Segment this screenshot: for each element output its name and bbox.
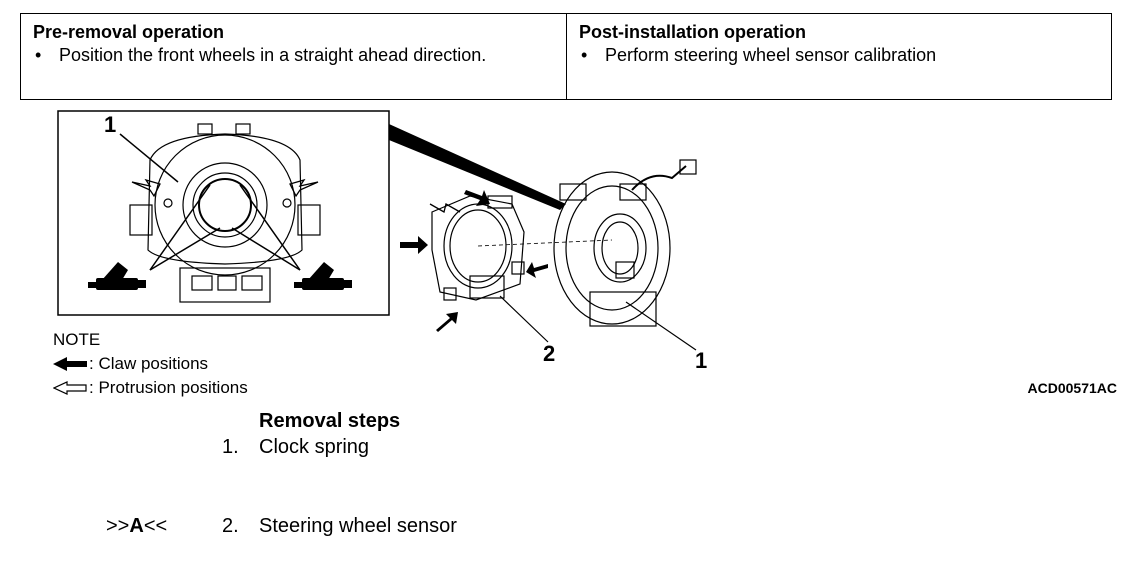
bullet-icon: • bbox=[35, 45, 42, 65]
tool-icon-right bbox=[294, 262, 352, 290]
note-item-text: : Claw positions bbox=[89, 354, 209, 373]
ref-letter: A bbox=[129, 515, 144, 537]
note-item-text: : Protrusion positions bbox=[89, 378, 248, 397]
callout-1: 1 bbox=[695, 348, 707, 373]
pre-removal-title: Pre-removal operation bbox=[33, 22, 225, 42]
claw-arrow-icon bbox=[464, 190, 490, 206]
note-item-protrusion: : Protrusion positions bbox=[53, 376, 248, 400]
claw-arrow-icon bbox=[400, 236, 428, 254]
post-installation-title: Post-installation operation bbox=[579, 22, 807, 42]
callout-2: 2 bbox=[543, 341, 555, 366]
note-block: NOTE : Claw positions : Protrusion posit… bbox=[53, 328, 248, 400]
pre-removal-bullet: • Position the front wheels in a straigh… bbox=[33, 43, 554, 67]
detail-leader-wedge bbox=[389, 124, 566, 210]
step-number: 2. bbox=[222, 515, 239, 537]
step-text: Clock spring bbox=[259, 436, 370, 458]
pre-removal-cell: Pre-removal operation • Position the fro… bbox=[21, 14, 567, 99]
clock-spring-illustration: 1 2 1 bbox=[57, 110, 707, 373]
figure-code: ACD00571AC bbox=[1027, 380, 1117, 396]
post-installation-cell: Post-installation operation • Perform st… bbox=[567, 14, 1111, 99]
removal-steps-title: Removal steps bbox=[259, 410, 401, 432]
ref-suffix: << bbox=[143, 515, 168, 537]
ref-prefix: >> bbox=[106, 515, 130, 537]
inset-leader-lines bbox=[119, 133, 301, 271]
pre-removal-text: Position the front wheels in a straight … bbox=[59, 45, 487, 65]
alignment-line bbox=[477, 239, 613, 247]
operations-table: Pre-removal operation • Position the fro… bbox=[20, 13, 1112, 100]
clock-spring-drawing bbox=[553, 159, 697, 327]
solid-arrow-icon bbox=[53, 357, 87, 371]
step-number: 1. bbox=[222, 436, 239, 458]
note-item-claw: : Claw positions bbox=[53, 352, 248, 376]
note-title: NOTE bbox=[53, 330, 101, 349]
steering-sensor-drawing bbox=[429, 195, 525, 301]
step-reference: >>A<< bbox=[106, 515, 167, 538]
post-installation-text: Perform steering wheel sensor calibratio… bbox=[605, 45, 937, 65]
bullet-icon: • bbox=[581, 45, 588, 65]
callout-1-inset: 1 bbox=[104, 112, 116, 137]
callout-leaders bbox=[499, 295, 697, 351]
tool-icon-left bbox=[88, 262, 146, 290]
inset-clock-spring bbox=[129, 123, 321, 303]
step-text: Steering wheel sensor bbox=[259, 515, 457, 537]
claw-arrow-icon bbox=[436, 312, 458, 332]
claw-arrow-icon bbox=[526, 262, 548, 278]
outline-arrow-icon bbox=[53, 381, 87, 395]
claw-arrows bbox=[400, 190, 548, 332]
post-installation-bullet: • Perform steering wheel sensor calibrat… bbox=[579, 43, 1099, 67]
